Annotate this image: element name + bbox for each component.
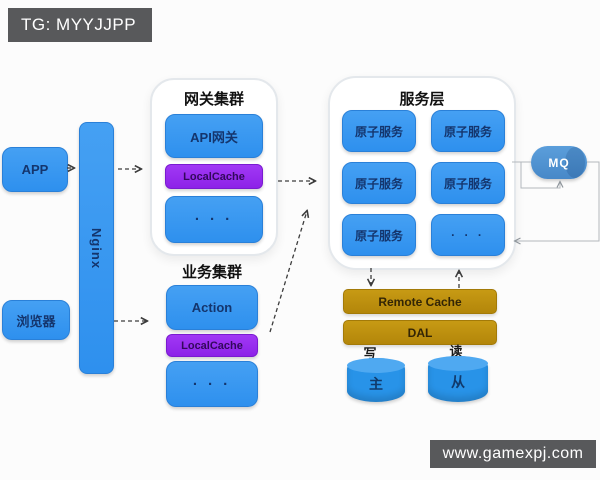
action-node: Action [166, 285, 258, 330]
write-label: 写 [363, 346, 377, 361]
site-watermark: www.gamexpj.com [430, 440, 596, 468]
nginx-label: Nginx [89, 227, 104, 269]
business-cluster-title: 业务集群 [181, 264, 242, 281]
remote-cache-bar: Remote Cache [343, 289, 497, 314]
gateway-more-node: · · · [165, 196, 263, 243]
mq-node: MQ [531, 146, 587, 179]
mq-label: MQ [548, 155, 570, 170]
gateway-cluster-panel: 网关集群 API网关 LocalCache · · · [150, 78, 278, 256]
service-more-node: · · · [431, 214, 505, 256]
slave-db-cylinder: 从 [428, 356, 488, 402]
master-db-label: 主 [369, 376, 383, 392]
atomic-service-node: 原子服务 [431, 110, 505, 152]
business-localcache-node: LocalCache [166, 334, 258, 357]
nginx-node: Nginx [79, 122, 114, 374]
app-node: APP [2, 147, 68, 192]
atomic-service-node: 原子服务 [342, 162, 416, 204]
atomic-service-node: 原子服务 [342, 110, 416, 152]
tg-watermark: TG: MYYJJPP [8, 8, 152, 42]
business-more-node: · · · [166, 361, 258, 407]
atomic-service-node: 原子服务 [431, 162, 505, 204]
service-layer-panel: 服务层 原子服务 原子服务 原子服务 原子服务 原子服务 · · · [328, 76, 516, 270]
service-layer-title: 服务层 [399, 91, 445, 108]
slave-db-label: 从 [451, 374, 465, 390]
master-db-cylinder: 主 [347, 358, 405, 402]
api-gateway-node: API网关 [165, 114, 263, 158]
browser-node: 浏览器 [2, 300, 70, 340]
dal-bar: DAL [343, 320, 497, 345]
gateway-localcache-node: LocalCache [165, 164, 263, 189]
gateway-cluster-title: 网关集群 [183, 91, 244, 108]
atomic-service-node: 原子服务 [342, 214, 416, 256]
read-label: 读 [449, 344, 463, 359]
